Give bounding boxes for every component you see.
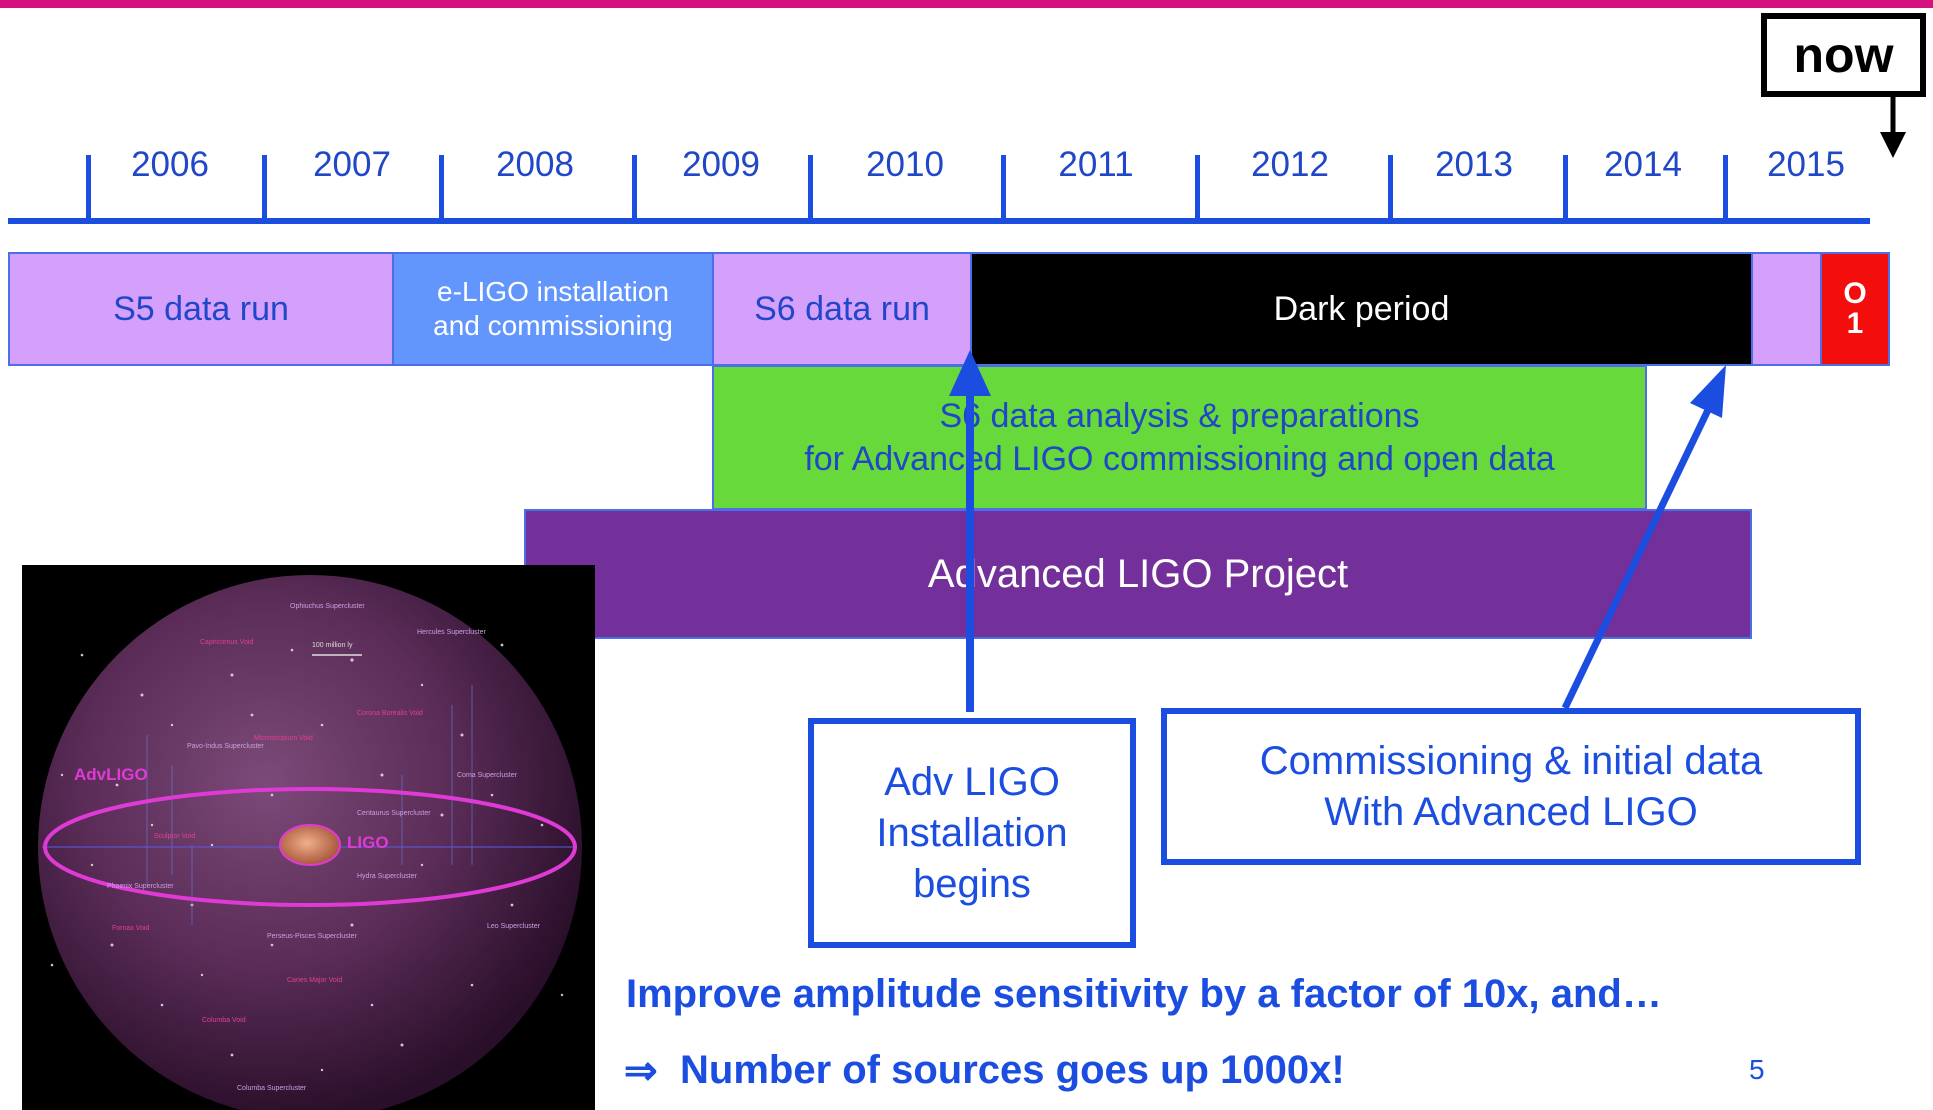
region-label: Perseus-Pisces Supercluster xyxy=(267,933,357,940)
o1-label-line2: 1 xyxy=(1846,307,1864,340)
advligo-range-label: AdvLIGO xyxy=(74,765,148,784)
dark-period-label: Dark period xyxy=(1273,289,1450,328)
page-number: 5 xyxy=(1749,1054,1765,1085)
timeline-tick xyxy=(1388,155,1393,221)
region-label: Sculptor Void xyxy=(154,833,196,840)
galaxy-sphere-image: AdvLIGO LIGO 100 million ly Ophiuchus Su… xyxy=(22,565,595,1110)
advanced-ligo-project-label: Advanced LIGO Project xyxy=(927,551,1349,596)
ligo-range-label: LIGO xyxy=(347,833,389,852)
eligo-label-line1: e-LIGO installation xyxy=(437,276,669,307)
region-label: Leo Supercluster xyxy=(487,923,540,930)
timeline-tick xyxy=(262,155,267,221)
year-label: 2014 xyxy=(1604,145,1682,184)
region-label: Microscopium Void xyxy=(254,735,313,742)
region-label: Capricornus Void xyxy=(200,639,254,646)
o1-label-line1: O xyxy=(1843,277,1867,310)
top-accent-line xyxy=(0,0,1933,8)
s6-analysis-line2: for Advanced LIGO commissioning and open… xyxy=(804,439,1555,478)
sensitivity-statement: Improve amplitude sensitivity by a facto… xyxy=(626,972,1662,1016)
year-label: 2010 xyxy=(866,145,944,184)
callout-install-line1: Adv LIGO xyxy=(884,759,1060,804)
adv-ligo-installation-callout: Adv LIGO Installation begins xyxy=(808,718,1136,948)
region-label: Ophiuchus Supercluster xyxy=(290,603,365,610)
year-label: 2013 xyxy=(1435,145,1513,184)
callout-commission-line2: With Advanced LIGO xyxy=(1324,789,1698,834)
commission-arrow-head xyxy=(1690,365,1726,418)
timeline-tick xyxy=(1723,155,1728,221)
s6-label: S6 data run xyxy=(754,289,930,328)
timeline-tick xyxy=(439,155,444,221)
region-label: Phoenix Supercluster xyxy=(107,883,174,890)
year-label: 2011 xyxy=(1058,145,1134,184)
timeline-tick xyxy=(1001,155,1006,221)
region-label: Corona Borealis Void xyxy=(357,710,423,717)
year-label: 2007 xyxy=(313,145,391,184)
callout-commission-line1: Commissioning & initial data xyxy=(1259,738,1763,783)
region-label: Hercules Supercluster xyxy=(417,629,486,636)
region-label: Columba Void xyxy=(202,1017,246,1024)
year-label: 2015 xyxy=(1767,145,1845,184)
eligo-bar: e-LIGO installation and commissioning xyxy=(392,252,714,366)
eligo-label-line2: and commissioning xyxy=(433,310,673,341)
region-label: Fornax Void xyxy=(112,925,150,932)
year-label: 2008 xyxy=(496,145,574,184)
dark-period-bar: Dark period xyxy=(970,252,1753,366)
region-label: Centaurus Supercluster xyxy=(357,810,431,817)
year-label: 2012 xyxy=(1251,145,1329,184)
timeline-tick xyxy=(632,155,637,221)
year-label: 2006 xyxy=(131,145,209,184)
year-label: 2009 xyxy=(682,145,760,184)
commission-arrow-shaft xyxy=(1561,408,1712,710)
callout-install-line3: begins xyxy=(913,861,1031,906)
s6-analysis-bar: S6 data analysis & preparations for Adva… xyxy=(712,365,1647,510)
install-arrow-head xyxy=(949,350,991,396)
region-label: Pavo-Indus Supercluster xyxy=(187,743,264,750)
timeline-tick xyxy=(1563,155,1568,221)
region-label: Coma Supercluster xyxy=(457,772,517,779)
region-label: Canes Major Void xyxy=(287,977,343,984)
implication-arrow: ⇒ xyxy=(624,1049,658,1093)
callout-install-line2: Installation xyxy=(876,810,1068,855)
commissioning-callout: Commissioning & initial data With Advanc… xyxy=(1161,708,1861,865)
s6-analysis-line1: S6 data analysis & preparations xyxy=(939,396,1420,435)
advanced-ligo-project-bar: Advanced LIGO Project xyxy=(524,509,1752,639)
region-label: Columba Supercluster xyxy=(237,1085,307,1092)
timeline-tick xyxy=(808,155,813,221)
timeline-tick xyxy=(1195,155,1200,221)
o1-run-bar: O 1 xyxy=(1820,252,1890,366)
timeline-axis xyxy=(8,218,1870,224)
scale-label: 100 million ly xyxy=(312,642,353,649)
region-label: Hydra Supercluster xyxy=(357,873,417,880)
sources-statement: Number of sources goes up 1000x! xyxy=(680,1048,1345,1092)
s5-label: S5 data run xyxy=(113,289,289,328)
now-marker: now xyxy=(1761,13,1926,97)
timeline-tick xyxy=(86,155,91,221)
